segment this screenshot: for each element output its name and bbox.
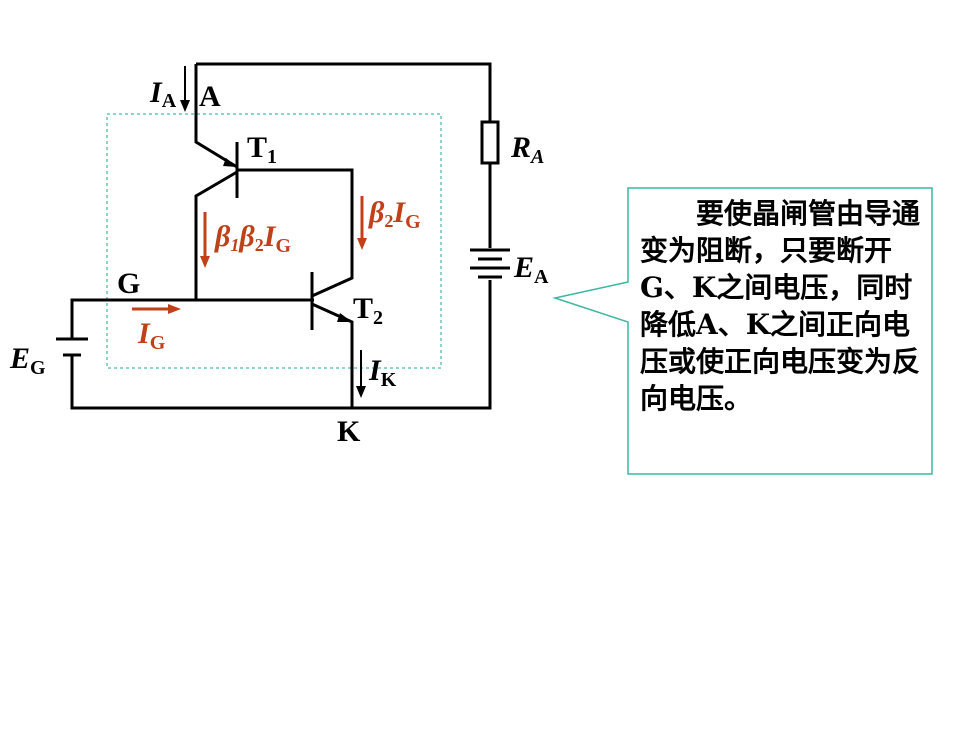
t2-emitter-arrowhead: [337, 313, 352, 322]
ik-arrow: [356, 350, 366, 398]
node-k-label: K: [337, 415, 361, 448]
b1b2ig-label: β1β2IG: [214, 220, 291, 257]
t2-label: T2: [353, 292, 383, 329]
node-a-label: A: [199, 80, 221, 113]
ig-label: IG: [137, 317, 166, 354]
battery-eg: [56, 337, 88, 357]
ea-label: EA: [513, 251, 549, 288]
t1-emitter-arrowhead: [223, 158, 237, 167]
ik-label: IK: [368, 354, 397, 391]
eg-label: EG: [9, 342, 46, 379]
resistor-ra: [480, 120, 500, 165]
callout-text: 要使晶闸管由导通变为阻断，只要断开G、K之间电压，同时降低A、K之间正向电压或使…: [640, 197, 921, 415]
ia-arrow: [180, 66, 190, 112]
battery-ea: [470, 248, 510, 279]
b1b2ig-arrow: [200, 212, 210, 268]
ra-label: RA: [510, 131, 544, 168]
ig-arrow: [132, 304, 181, 314]
node-g-label: G: [117, 267, 140, 300]
callout-bubble: [552, 187, 933, 475]
b2ig-arrow: [357, 196, 367, 250]
b2ig-label: β2IG: [368, 196, 421, 233]
t1-label: T1: [247, 131, 277, 168]
ia-label: IA: [149, 76, 177, 112]
